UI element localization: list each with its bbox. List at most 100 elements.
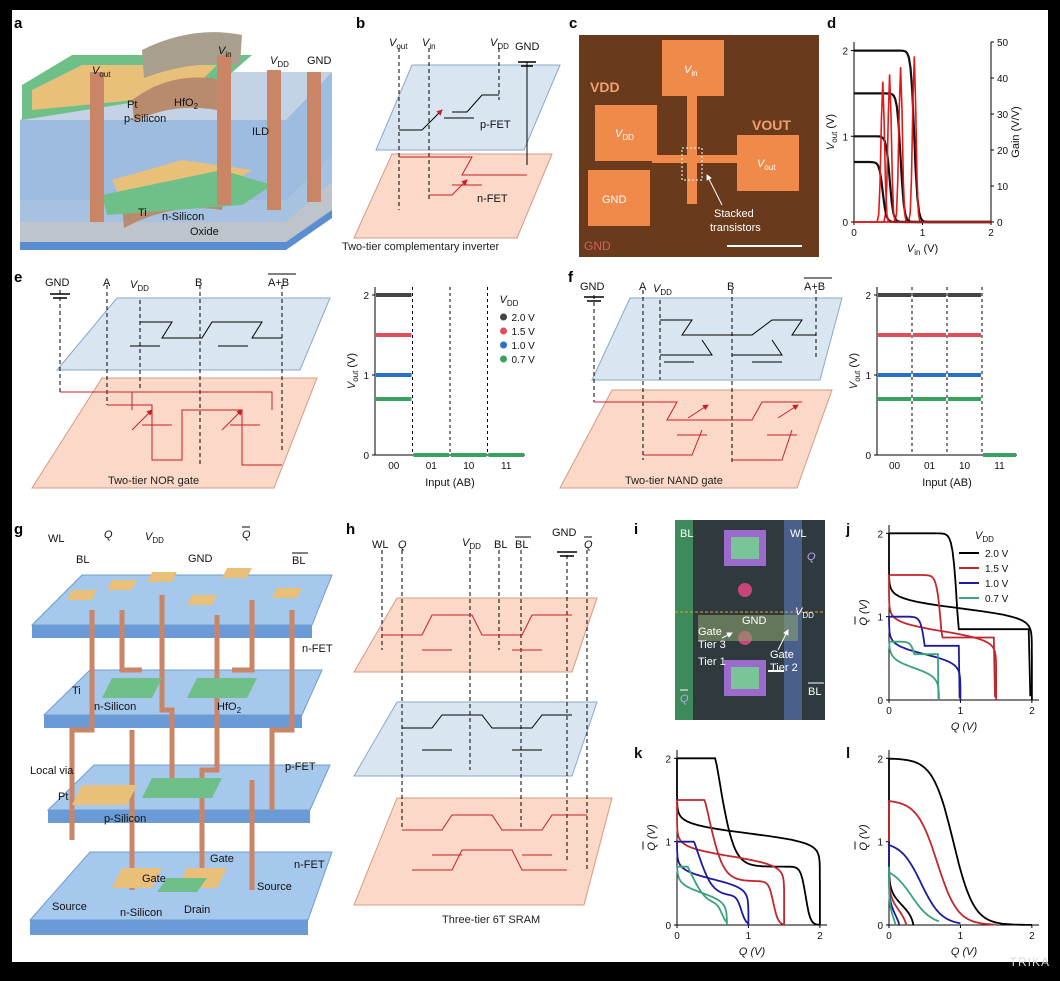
h-pull-up-network xyxy=(402,714,572,729)
i-via-1 xyxy=(738,583,752,597)
legend-title-main: V xyxy=(500,294,509,306)
legend-dot-1 xyxy=(500,327,507,335)
g-label-nfet-top: n-FET xyxy=(302,643,333,655)
g-pad-bl xyxy=(107,580,137,590)
legend-label-3: 0.7 V xyxy=(985,594,1009,605)
b-label-vout: Vout xyxy=(389,37,408,51)
b-caption: Two-tier complementary inverter xyxy=(342,241,499,253)
mirror-curve-0.7 xyxy=(888,866,897,926)
panel-a-device-3d: a Vout Vin VDD GND Pt HfO2 p-Silicon ILD… xyxy=(14,15,332,250)
c-label-gnd-big: GND xyxy=(584,239,611,253)
e-p-tier-plane xyxy=(55,297,331,371)
vout-curve-1.5 xyxy=(854,92,991,224)
y-tick-label: 1 xyxy=(842,132,848,143)
y2-tick-label: 20 xyxy=(997,146,1009,157)
g-label-p-silicon: p-Silicon xyxy=(104,813,146,825)
panel-letter-i: i xyxy=(634,521,638,538)
x-tick-label: 0 xyxy=(886,706,892,717)
x-tick-label: 1 xyxy=(958,706,964,717)
legend-title: VDD xyxy=(975,530,994,544)
h-caption: Three-tier 6T SRAM xyxy=(442,914,540,926)
panel-i-micrograph: i BL WL Q VDD GND Gate Tier 3 Tier 1 Gat… xyxy=(634,520,825,720)
x-axis-label: Q (V) xyxy=(951,721,978,733)
pad-gnd xyxy=(588,170,650,226)
f-label-a: A xyxy=(639,281,647,293)
panel-letter-l: l xyxy=(846,745,850,762)
c-label-vin: Vin xyxy=(684,64,698,78)
y-axis-label-sub: out xyxy=(351,370,360,382)
mirror-curve-1.5 xyxy=(888,575,997,700)
y-axis-label-unit: (V) xyxy=(346,353,358,371)
c-label-vout: Vout xyxy=(757,158,776,172)
legend-title-sub: DD xyxy=(507,299,519,308)
mirror-curve-1.5 xyxy=(676,800,785,925)
label-n-silicon: n-Silicon xyxy=(162,211,204,223)
e-n-tier-plane xyxy=(31,377,318,489)
i-label-gnd: GND xyxy=(742,615,767,627)
figure-canvas: a Vout Vin VDD GND Pt HfO2 p-Silicon ILD… xyxy=(14,15,1039,958)
x-tick-label: 2 xyxy=(1029,931,1035,942)
i-label-gate-t3b: Tier 3 xyxy=(698,639,726,651)
transfer-curve-2 xyxy=(888,757,1032,926)
h-label-wl: WL xyxy=(372,539,389,551)
label-ild: ILD xyxy=(252,126,269,138)
y-tick-label: 2 xyxy=(842,47,848,58)
y-tick-label: 1 xyxy=(865,371,871,382)
g-label-source-2: Source xyxy=(257,881,292,893)
stacked-region-box xyxy=(681,147,703,181)
x-category-label: 11 xyxy=(994,461,1005,472)
i-arrow-tier2 xyxy=(777,629,789,651)
g-label-gate-1: Gate xyxy=(142,873,166,885)
via-vdd xyxy=(267,70,281,210)
f-caption: Two-tier NAND gate xyxy=(625,475,723,487)
i-label-q: Q xyxy=(807,551,816,563)
panel-letter-e: e xyxy=(14,269,22,286)
y-axis-label-unit: (V) xyxy=(848,353,860,371)
x-category-label: 01 xyxy=(924,461,936,472)
x-axis-label: Q (V) xyxy=(739,946,766,958)
h-p-tier xyxy=(353,701,598,777)
gain-curve-1.5 xyxy=(854,67,991,223)
panel-letter-a: a xyxy=(14,15,23,32)
i-label-wl: WL xyxy=(790,528,807,540)
panel-letter-d: d xyxy=(827,15,836,32)
x-category-label: 11 xyxy=(501,461,512,472)
f-n-tier-plane xyxy=(559,389,833,489)
y-axis-label-sub: out xyxy=(830,131,839,143)
h-label-qbar: Q xyxy=(584,539,593,551)
via-vin xyxy=(217,55,231,205)
y-tick-label: 0 xyxy=(877,921,883,932)
g-label-source-1: Source xyxy=(52,901,87,913)
e-p-network xyxy=(140,321,282,339)
legend-label-1: 1.5 V xyxy=(512,327,536,338)
f-p-network xyxy=(660,319,816,336)
b-label-vdd: VDD xyxy=(490,37,509,51)
y-axis-label-main: V xyxy=(825,141,837,150)
transfer-curve-1 xyxy=(677,840,749,925)
x-axis-label: Vin (V) xyxy=(907,243,938,257)
y-tick-label: 0 xyxy=(363,451,369,462)
legend-label-0: 2.0 V xyxy=(512,313,536,324)
y-axis-label-main: V xyxy=(346,380,358,389)
via-vout xyxy=(90,72,104,222)
b-label-gnd: GND xyxy=(515,41,540,53)
transfer-curve-1.5 xyxy=(677,799,785,926)
x-tick-label: 1 xyxy=(746,931,752,942)
f-n-network xyxy=(643,429,793,461)
i-label-tier1: Tier 1 xyxy=(698,656,726,668)
x-category-label: 10 xyxy=(959,461,971,472)
panel-letter-b: b xyxy=(356,15,365,32)
y2-tick-label: 0 xyxy=(997,218,1003,229)
x-category-label: 00 xyxy=(889,461,901,472)
f-p-tier-plane xyxy=(591,297,843,381)
y-tick-label: 0 xyxy=(877,696,883,707)
legend-label-3: 0.7 V xyxy=(512,355,536,366)
x-axis-label-unit: (V) xyxy=(920,243,938,255)
y-axis-label-sub: out xyxy=(853,370,862,382)
f-n-arrow-2 xyxy=(777,404,799,419)
nfet-arrow xyxy=(429,179,468,196)
